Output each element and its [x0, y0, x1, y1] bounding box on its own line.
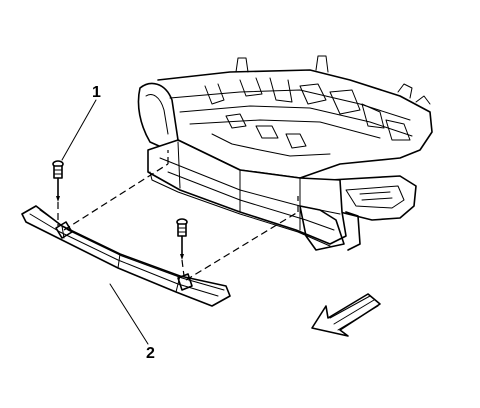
callout-1: 1: [92, 84, 101, 101]
vehicle-front-end: [137, 55, 433, 251]
direction-arrow-icon: [311, 293, 381, 337]
assembly-lines: [57, 150, 299, 281]
push-pin-fastener-right: [176, 218, 188, 260]
push-pin-fastener-left: [52, 160, 64, 202]
air-deflector: [21, 205, 231, 307]
callout-2: 2: [146, 345, 155, 362]
leader-line-1: [61, 99, 97, 161]
leader-line-2: [109, 283, 149, 345]
